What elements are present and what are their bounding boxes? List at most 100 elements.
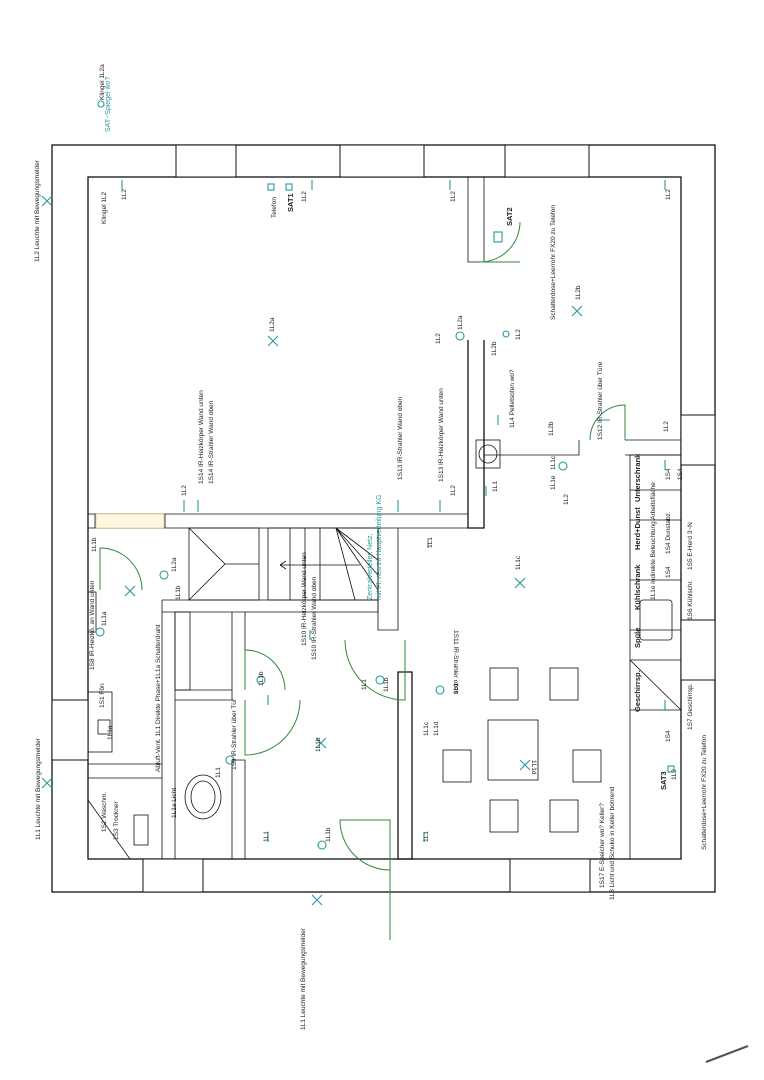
label-s17: 1S17 E-Speicher wo? Keller? — [599, 803, 606, 888]
label-sat-spiegel: SAT−Spiegel wo? — [105, 77, 112, 132]
kitchen-header-herd: Herd+Dunst — [633, 507, 642, 550]
wall-sat2 — [467, 177, 485, 263]
door-bath2 — [244, 699, 301, 756]
label-s14a: 1S14 IR-Heizkörper Wand unten — [198, 390, 205, 484]
labels-rotated: Klingel 1L2a SAT−Spiegel wo? 1L2 Leuchte… — [34, 64, 708, 1030]
label-l1-lower: 1L1 — [423, 831, 430, 842]
label-l2-sat3: 1L2 — [671, 769, 678, 780]
chair — [489, 799, 519, 833]
label-l1-hall: 1L1 — [263, 831, 270, 842]
label-s1: 1S1 Fön — [99, 683, 106, 708]
label-s5: 1S5 E-Herd 3~N — [687, 522, 694, 570]
label-s4-e: 1S4 — [677, 468, 684, 480]
label-l2a-door: 1L2a — [457, 315, 464, 330]
label-l1c-stair: 1L1c — [515, 555, 522, 570]
laundry-box — [133, 814, 149, 846]
label-l1-kitchen: 1L1 — [492, 481, 499, 492]
label-s4-b: 1S4 — [665, 566, 672, 578]
label-l2-a: 1L2 — [121, 189, 128, 200]
wall-hall-top — [162, 599, 379, 613]
label-s14b: 1S14 IR-Strahler Wand oben — [208, 400, 215, 484]
label-l2-door: 1L2 — [435, 333, 442, 344]
label-l1e-kitchen: 1L1e — [550, 475, 557, 490]
kitchen-header-kuehlschrank: Kühlschrank — [633, 564, 642, 610]
label-l1c-kitchen: 1L1c — [550, 455, 557, 470]
label-l1-leuchte-bottom: 1L1 Leuchte mit Bewegungsmelder — [300, 927, 307, 1030]
door-kitchen — [589, 404, 626, 441]
wall-bath-mid — [175, 689, 233, 701]
label-schalterdose-bottom: Schalterdose+Leerrohr FX20 zu Telefon — [701, 735, 708, 850]
label-zentralverteiler: Zentralverteiler, Netz, — [367, 533, 374, 600]
label-l1-dining-left: 1L1 — [361, 679, 368, 690]
door-entry — [339, 819, 391, 871]
label-s10b: 1S10 IR-Strahler Wand oben — [311, 576, 318, 660]
door-dining — [344, 639, 406, 701]
chair — [549, 799, 579, 833]
label-l2-s13: 1L2 — [450, 485, 457, 496]
chair — [489, 667, 519, 701]
window-right-2 — [680, 619, 716, 681]
label-s3: 1S3 Trockner — [113, 801, 120, 840]
wall-laundry — [88, 763, 162, 779]
wall-wc — [231, 759, 246, 860]
label-zentralverteiler2: mit FI, neu zu Hauptverteilung KG — [376, 495, 383, 600]
wall-bath-left — [161, 600, 176, 859]
label-s7: 1S7 Geschirrsp. — [687, 683, 694, 730]
label-l1-stair: 1L1 — [427, 537, 434, 548]
kitchen-counter — [629, 454, 682, 860]
label-schalterdose-top: Schalterdose+Leerrohr FX20 zu Telefon — [550, 205, 557, 320]
window-left-1 — [51, 699, 89, 761]
label-s9: 1S9 IR-Strahler über Tür — [231, 698, 238, 770]
label-l1d-dining: 1L1d — [433, 721, 440, 736]
kitchen-header-unterschrank: Unterschrank — [633, 453, 642, 502]
label-sat3: SAT3 — [659, 771, 668, 790]
wall-dining — [397, 671, 413, 860]
label-klingel-inner: Klingel 1L2 — [101, 191, 108, 224]
window-top-1 — [175, 144, 237, 178]
label-l4-pellet: 1L4 Pelletsofen wo? — [509, 369, 516, 428]
wall-stair-gap — [94, 514, 166, 528]
bath-sink — [87, 691, 113, 753]
label-l1-bath: 1L1 — [215, 767, 222, 778]
label-s13a: 1S13 IR-Strahler Wand oben — [397, 396, 404, 480]
label-l1c-dining: 1L1c — [423, 721, 430, 736]
label-s13b: 1S13 IR-Heizkörper Wand unten — [438, 388, 445, 482]
label-klingel-top: Klingel 1L2a — [99, 64, 106, 100]
label-s11: 1S11 IR-Strahler oben — [452, 630, 459, 695]
shower — [174, 611, 191, 691]
light-symbols — [41, 195, 583, 906]
pen-mark — [705, 1044, 749, 1064]
wall-stair-right — [377, 528, 399, 631]
label-l2-d: 1L2 — [665, 189, 672, 200]
label-l2b-door: 1L2b — [491, 341, 498, 356]
chair — [549, 667, 579, 701]
label-l1a-left: 1L1a — [101, 611, 108, 626]
label-s4-c: 1S4 — [665, 468, 672, 480]
window-right-1 — [680, 414, 716, 466]
label-l1b-hall: 1L1b — [325, 827, 332, 842]
socket-symbols — [95, 180, 675, 850]
label-telefon: Telefon — [271, 197, 278, 218]
dining-table — [487, 719, 539, 781]
label-l1b-door: 1L1b — [91, 537, 98, 552]
doorway-stair — [95, 513, 165, 529]
label-l2-kitchen2: 1L2 — [563, 494, 570, 505]
label-l2-c: 1L2 — [450, 191, 457, 202]
kitchen-header-geschirrsp: Geschirrsp. — [633, 670, 642, 712]
stair-direction — [279, 560, 360, 570]
label-sat2: SAT2 — [505, 207, 514, 226]
window-bottom-2 — [509, 858, 591, 893]
label-l2-leuchte: 1L2 Leuchte mit Bewegungsmelder — [34, 159, 41, 262]
label-l2a-center: 1L2a — [269, 317, 276, 332]
door-wc — [244, 649, 286, 691]
label-s12: 1S12 IR-Strahler über Türe — [597, 361, 604, 440]
label-s4-d: 1S4 Dunstabz. — [665, 511, 672, 554]
label-l1b-bath: 1L1b — [258, 671, 265, 686]
stair-arrow — [188, 527, 259, 601]
sink-inner — [97, 719, 111, 735]
label-l1b-bath2: 1L1b — [315, 737, 322, 752]
label-s10a: 1S10 IR-Heizkörper Wand unten — [301, 552, 308, 646]
bath-wall-small — [87, 591, 97, 633]
kitchen-sink — [639, 599, 673, 641]
